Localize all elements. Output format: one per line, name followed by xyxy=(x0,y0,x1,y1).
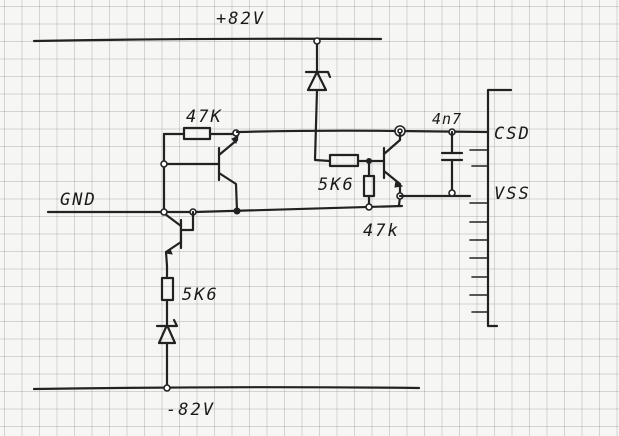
transistor-q2 xyxy=(382,131,472,207)
zener-diode-top xyxy=(304,37,332,163)
label-pin-vss: VSS xyxy=(494,184,531,204)
zener-diode-bottom xyxy=(155,318,179,392)
label-negative-rail: -82V xyxy=(166,400,215,420)
transistor-q3 xyxy=(160,208,197,268)
label-ground: GND xyxy=(60,190,97,210)
positive-rail xyxy=(32,37,383,43)
resistor-47k-top xyxy=(162,126,237,215)
label-pin-csd: CSD xyxy=(494,124,531,144)
label-r-5k6-mid: 5K6 xyxy=(318,175,355,195)
connector-header xyxy=(469,88,513,328)
label-r-5k6-bottom: 5K6 xyxy=(182,285,219,305)
capacitor-4n7 xyxy=(440,128,464,197)
transistor-q1 xyxy=(160,129,241,215)
negative-rail xyxy=(32,386,421,391)
resistor-5k6-bottom xyxy=(160,264,175,327)
label-positive-rail: +82V xyxy=(216,9,265,29)
label-r-47k-small: 47k xyxy=(363,221,400,241)
resistor-5k6-mid xyxy=(328,153,386,211)
label-r-47k-top: 47K xyxy=(186,107,223,127)
ground-rail xyxy=(46,204,404,214)
wire-top-bus xyxy=(235,125,490,137)
label-capacitor: 4n7 xyxy=(432,110,462,128)
